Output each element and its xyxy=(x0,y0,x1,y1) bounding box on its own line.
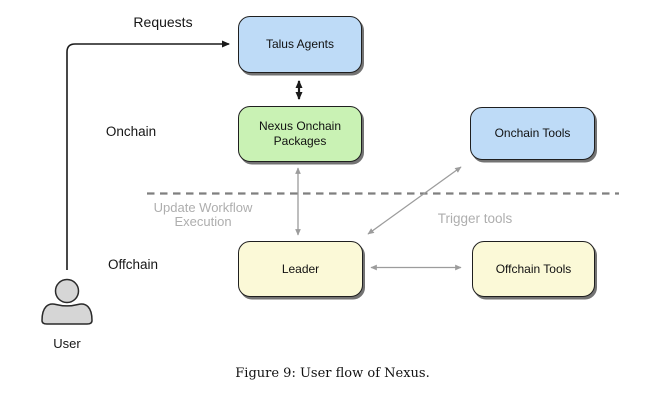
edge-label-update-workflow-execution: Update Workflow Execution xyxy=(153,200,253,230)
node-talus-agents-label: Talus Agents xyxy=(265,37,335,51)
node-leader: Leader xyxy=(238,241,363,297)
node-leader-label: Leader xyxy=(281,261,320,276)
node-nexus-onchain-packages: Nexus Onchain Packages xyxy=(238,106,362,162)
edge-label-requests: Requests xyxy=(133,14,193,30)
edge-label-trigger-tools: Trigger tools xyxy=(437,211,513,226)
node-onchain-tools: Onchain Tools xyxy=(470,107,595,160)
edge-user-to-talus-agents xyxy=(66,40,230,270)
user-icon-head xyxy=(54,278,80,304)
user-label: User xyxy=(53,336,81,351)
node-onchain-tools-label: Onchain Tools xyxy=(494,126,571,140)
edge-leader-onchain-tools xyxy=(367,166,462,235)
figure-caption: Figure 9: User flow of Nexus. xyxy=(235,366,430,381)
zone-label-offchain: Offchain xyxy=(107,257,159,272)
node-nexus-onchain-packages-label: Nexus Onchain Packages xyxy=(258,119,342,148)
zone-label-onchain: Onchain xyxy=(105,124,157,139)
node-offchain-tools-label: Offchain Tools xyxy=(495,261,572,276)
node-offchain-tools: Offchain Tools xyxy=(472,241,595,297)
user-icon xyxy=(41,278,93,325)
node-talus-agents: Talus Agents xyxy=(238,16,362,73)
user-icon-body xyxy=(41,303,93,325)
